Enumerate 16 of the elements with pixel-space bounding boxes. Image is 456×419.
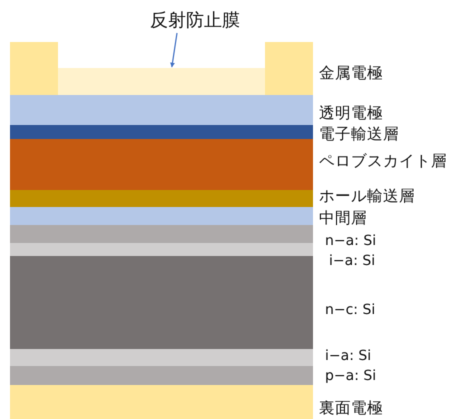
layer-label: 透明電極 <box>319 106 383 122</box>
electrode-block <box>10 42 58 96</box>
layer-label: 電子輸送層 <box>319 127 399 142</box>
layer-label: n−c: Si <box>325 303 376 317</box>
layer-label: ペロブスカイト層 <box>319 154 447 170</box>
layer-label: i−a: Si <box>325 349 372 363</box>
layer-label: p−a: Si <box>325 369 376 383</box>
layer-label: 中間層 <box>319 211 367 226</box>
layer-label: i−a: Si <box>329 254 376 268</box>
layer-label: ホール輸送層 <box>319 189 415 204</box>
arrow <box>170 32 178 68</box>
layer-label: 反射防止膜 <box>150 12 240 30</box>
layer-label: n−a: Si <box>325 234 376 248</box>
layer-label: 金属電極 <box>319 66 383 82</box>
coating-layer <box>58 68 265 95</box>
layer-label: 裏面電極 <box>319 401 383 416</box>
